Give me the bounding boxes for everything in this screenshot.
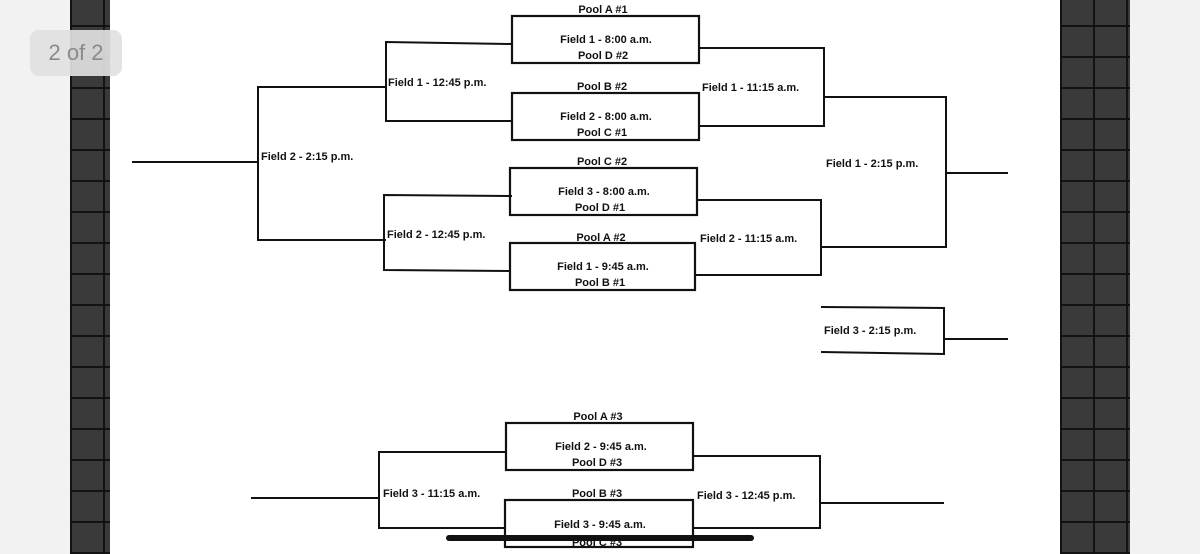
- home-indicator[interactable]: [446, 535, 754, 541]
- bracket-f1-1115: [699, 47, 825, 127]
- label-f2-1245: Field 2 - 12:45 p.m.: [387, 229, 485, 241]
- label-pool-d1: Pool D #1: [575, 202, 625, 214]
- label-pool-b2: Pool B #2: [577, 81, 627, 93]
- label-f3-1115: Field 3 - 11:15 a.m.: [383, 488, 480, 500]
- label-pool-c2: Pool C #2: [577, 156, 627, 168]
- label-f2-215: Field 2 - 2:15 p.m.: [261, 151, 353, 163]
- label-pool-a3: Pool A #3: [573, 411, 622, 423]
- label-pool-b3: Pool B #3: [572, 488, 622, 500]
- label-f3-945: Field 3 - 9:45 a.m.: [554, 519, 646, 531]
- bracket-f2-1115: [695, 199, 822, 276]
- match-box-f1-945: [508, 241, 697, 292]
- bracket-lines-bottom: [251, 421, 944, 549]
- backdrop-left: [70, 0, 110, 554]
- label-pool-d3: Pool D #3: [572, 457, 622, 469]
- label-f1-1245: Field 1 - 12:45 p.m.: [388, 77, 486, 89]
- label-pool-a1: Pool A #1: [578, 4, 627, 16]
- backdrop-right: [1060, 0, 1130, 554]
- bracket-labels: Pool A #1 Field 1 - 8:00 a.m. Pool D #2 …: [261, 4, 918, 549]
- bracket-f2-1245: [383, 193, 513, 272]
- bracket-diagram: Pool A #1 Field 1 - 8:00 a.m. Pool D #2 …: [132, 4, 1008, 549]
- label-f3-1245: Field 3 - 12:45 p.m.: [697, 490, 795, 502]
- bracket-f3-1115: [378, 451, 506, 529]
- label-f2-800: Field 2 - 8:00 a.m.: [560, 111, 652, 123]
- match-box-f2-800: [510, 91, 701, 142]
- bracket-f2-215: [257, 86, 386, 241]
- bracket-f3-1245: [693, 455, 821, 529]
- label-f1-800: Field 1 - 8:00 a.m.: [560, 34, 652, 46]
- label-f3-800: Field 3 - 8:00 a.m.: [558, 186, 650, 198]
- label-pool-b1: Pool B #1: [575, 277, 625, 289]
- label-f3-215: Field 3 - 2:15 p.m.: [824, 325, 916, 337]
- label-pool-a2: Pool A #2: [576, 232, 625, 244]
- match-box-f2-945: [504, 421, 695, 472]
- bracket-f1-215: [821, 96, 947, 248]
- label-f1-215: Field 1 - 2:15 p.m.: [826, 158, 918, 170]
- match-box-f3-800: [508, 166, 699, 217]
- label-f1-1115: Field 1 - 11:15 a.m.: [702, 82, 799, 94]
- bracket-f1-1245: [385, 40, 513, 122]
- match-box-f1-800: [510, 14, 701, 65]
- label-pool-d2: Pool D #2: [578, 50, 628, 62]
- page-counter-badge: 2 of 2: [30, 30, 122, 76]
- label-f2-945: Field 2 - 9:45 a.m.: [555, 441, 647, 453]
- bracket-lines-top: [132, 14, 1008, 356]
- bracket-sheet: Pool A #1 Field 1 - 8:00 a.m. Pool D #2 …: [110, 0, 1060, 554]
- label-f1-945: Field 1 - 9:45 a.m.: [557, 261, 649, 273]
- label-pool-c1: Pool C #1: [577, 127, 627, 139]
- label-f2-1115: Field 2 - 11:15 a.m.: [700, 233, 797, 245]
- match-box-f3-945: [503, 498, 695, 549]
- bracket-f3-215: [820, 306, 945, 356]
